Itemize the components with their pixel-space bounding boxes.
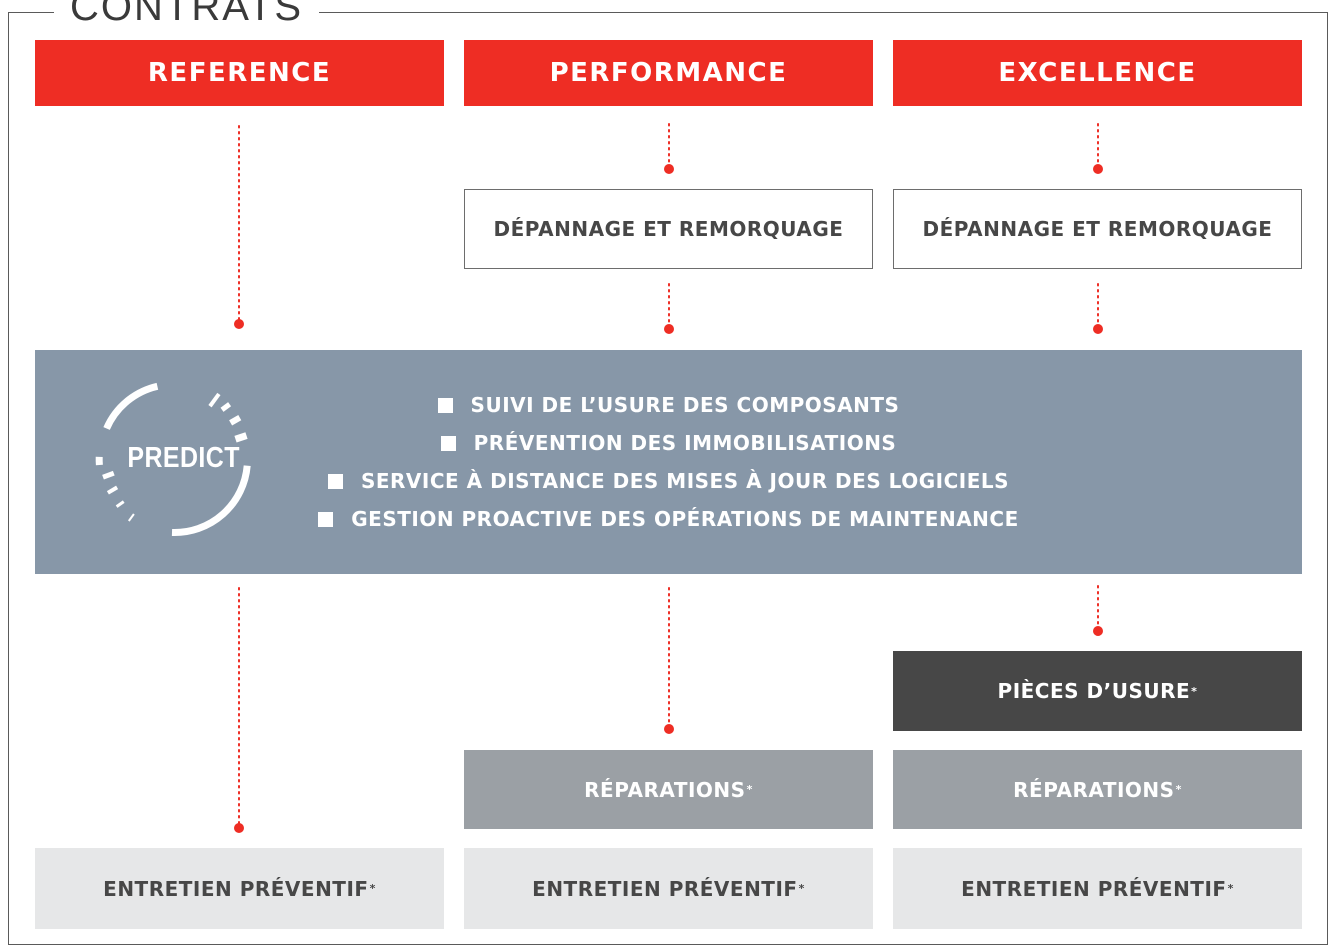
box-depannage-excellence: DÉPANNAGE ET REMORQUAGE — [893, 189, 1302, 269]
predict-item-label: PRÉVENTION DES IMMOBILISATIONS — [473, 431, 897, 455]
box-label: ENTRETIEN PRÉVENTIF — [961, 876, 1227, 901]
box-reparations-excellence: RÉPARATIONS* — [893, 750, 1302, 829]
box-label: ENTRETIEN PRÉVENTIF — [103, 876, 369, 901]
predict-list-item: PRÉVENTION DES IMMOBILISATIONS — [35, 424, 1302, 462]
box-label: DÉPANNAGE ET REMORQUAGE — [922, 217, 1273, 241]
predict-list-item: SUIVI DE L’USURE DES COMPOSANTS — [35, 386, 1302, 424]
asterisk: * — [369, 882, 376, 895]
predict-list-item: SERVICE À DISTANCE DES MISES À JOUR DES … — [35, 462, 1302, 500]
predict-band: PREDICT SUIVI DE L’USURE DES COMPOSANTS … — [35, 350, 1302, 574]
asterisk: * — [1175, 783, 1182, 796]
header-performance: PERFORMANCE — [464, 40, 873, 106]
predict-list: SUIVI DE L’USURE DES COMPOSANTS PRÉVENTI… — [35, 386, 1302, 538]
asterisk: * — [798, 882, 805, 895]
predict-item-label: GESTION PROACTIVE DES OPÉRATIONS DE MAIN… — [351, 507, 1019, 531]
box-entretien-reference: ENTRETIEN PRÉVENTIF* — [35, 848, 444, 929]
box-entretien-excellence: ENTRETIEN PRÉVENTIF* — [893, 848, 1302, 929]
predict-item-label: SUIVI DE L’USURE DES COMPOSANTS — [470, 393, 900, 417]
square-bullet-icon — [440, 436, 456, 451]
box-entretien-performance: ENTRETIEN PRÉVENTIF* — [464, 848, 873, 929]
box-reparations-performance: RÉPARATIONS* — [464, 750, 873, 829]
contracts-frame: CONTRATS — [8, 0, 1328, 945]
header-reference: REFERENCE — [35, 40, 444, 106]
asterisk: * — [1191, 684, 1198, 698]
asterisk: * — [746, 783, 753, 796]
asterisk: * — [1227, 882, 1234, 895]
predict-list-item: GESTION PROACTIVE DES OPÉRATIONS DE MAIN… — [35, 500, 1302, 538]
box-depannage-performance: DÉPANNAGE ET REMORQUAGE — [464, 189, 873, 269]
box-label: ENTRETIEN PRÉVENTIF — [532, 876, 798, 901]
frame-title: CONTRATS — [54, 0, 320, 27]
predict-item-label: SERVICE À DISTANCE DES MISES À JOUR DES … — [360, 469, 1010, 493]
square-bullet-icon — [327, 474, 343, 489]
header-excellence: EXCELLENCE — [893, 40, 1302, 106]
box-pieces-usure: PIÈCES D’USURE* — [893, 651, 1302, 731]
predict-logo-icon — [95, 382, 251, 537]
box-label: RÉPARATIONS — [584, 777, 746, 802]
square-bullet-icon — [318, 512, 334, 527]
box-label: RÉPARATIONS — [1013, 777, 1175, 802]
square-bullet-icon — [437, 398, 453, 413]
box-label: PIÈCES D’USURE — [997, 679, 1191, 703]
box-label: DÉPANNAGE ET REMORQUAGE — [493, 217, 844, 241]
